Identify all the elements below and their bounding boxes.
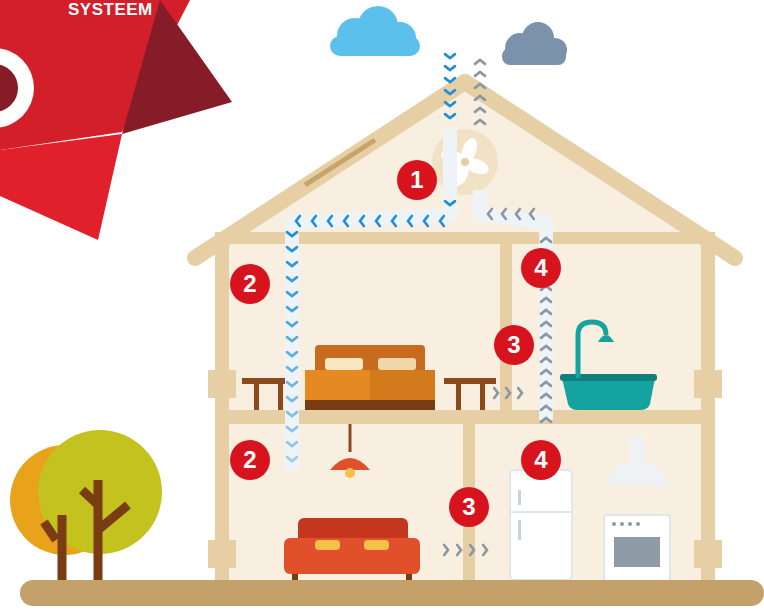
callout-number: 4 — [521, 440, 561, 480]
fan-unit — [432, 129, 498, 195]
ceiling-lamp — [330, 424, 370, 478]
ground — [20, 580, 764, 606]
airflow-chevron — [408, 216, 412, 226]
airflow-chevron — [475, 72, 485, 76]
logo-ring — [0, 48, 34, 128]
airflow-chevron — [541, 310, 551, 314]
callout-number: 3 — [494, 325, 534, 365]
roof — [195, 82, 735, 258]
bathtub — [560, 322, 657, 410]
airflow-chevron — [287, 277, 297, 281]
banner-title: SYSTEEM — [68, 0, 153, 20]
callout-number: 2 — [230, 264, 270, 304]
airflow-chevron — [445, 114, 455, 118]
airflow-chevron — [530, 209, 534, 219]
air-duct — [292, 130, 450, 470]
logo-core — [0, 64, 18, 112]
airflow-arrows — [287, 54, 551, 555]
airflow-chevron — [475, 84, 485, 88]
airflow-chevron — [287, 247, 297, 251]
airflow-chevron — [287, 382, 297, 386]
airflow-chevron — [287, 352, 297, 356]
airflow-chevron — [312, 216, 316, 226]
airflow-chevron — [287, 322, 297, 326]
airflow-chevron — [360, 216, 364, 226]
airflow-chevron — [541, 370, 551, 374]
airflow-chevron — [296, 216, 300, 226]
airflow-chevron — [516, 209, 520, 219]
airflow-chevron — [541, 334, 551, 338]
airflow-chevron — [287, 442, 297, 446]
airflow-chevron — [376, 216, 380, 226]
airflow-chevron — [445, 90, 455, 94]
airflow-chevron — [541, 418, 551, 422]
airflow-chevron — [475, 60, 485, 64]
airflow-chevron — [287, 292, 297, 296]
airflow-chevron — [488, 209, 492, 219]
airflow-chevron — [541, 298, 551, 302]
airflow-chevron — [287, 412, 297, 416]
callout-number: 3 — [449, 487, 489, 527]
airflow-chevron — [287, 337, 297, 341]
nightstands — [242, 378, 496, 410]
cloud-blue — [330, 6, 420, 56]
airflow-chevron — [502, 209, 506, 219]
airflow-chevron — [445, 66, 455, 70]
airflow-chevron — [424, 216, 428, 226]
roof-window — [305, 140, 375, 185]
red-banner-lower — [0, 134, 122, 240]
cloud-grey — [502, 22, 567, 65]
cooker-hood — [604, 436, 670, 486]
callout-number: 1 — [397, 160, 437, 200]
airflow-chevron — [541, 358, 551, 362]
sofa — [284, 518, 420, 582]
airflow-chevron — [470, 545, 474, 555]
airflow-chevron — [541, 382, 551, 386]
airflow-chevron — [506, 388, 510, 398]
airflow-chevron — [541, 406, 551, 410]
airflow-chevron — [287, 367, 297, 371]
airflow-chevron — [475, 96, 485, 100]
fridge — [510, 470, 572, 580]
airflow-chevron — [440, 216, 444, 226]
bed — [305, 345, 435, 410]
airflow-chevron — [287, 232, 297, 236]
airflow-chevron — [445, 78, 455, 82]
airflow-chevron — [344, 216, 348, 226]
airflow-chevron — [494, 388, 498, 398]
cooker — [604, 515, 670, 581]
airflow-chevron — [457, 545, 461, 555]
airflow-chevron — [287, 427, 297, 431]
airflow-chevron — [518, 388, 522, 398]
airflow-chevron — [445, 102, 455, 106]
red-banner-fold — [122, 0, 232, 134]
airflow-chevron — [445, 54, 455, 58]
airflow-chevron — [475, 108, 485, 112]
airflow-chevron — [328, 216, 332, 226]
airflow-chevron — [541, 394, 551, 398]
callout-number: 2 — [230, 440, 270, 480]
airflow-chevron — [475, 120, 485, 124]
airflow-chevron — [287, 457, 297, 461]
trees — [10, 430, 162, 585]
air-duct — [480, 190, 546, 420]
airflow-chevron — [541, 346, 551, 350]
airflow-chevron — [541, 322, 551, 326]
airflow-chevron — [287, 307, 297, 311]
airflow-chevron — [287, 397, 297, 401]
airflow-chevron — [483, 545, 487, 555]
airflow-chevron — [445, 201, 455, 205]
airflow-chevron — [392, 216, 396, 226]
callout-number: 4 — [521, 248, 561, 288]
airflow-chevron — [541, 238, 551, 242]
airflow-chevron — [287, 262, 297, 266]
airflow-chevron — [444, 545, 448, 555]
